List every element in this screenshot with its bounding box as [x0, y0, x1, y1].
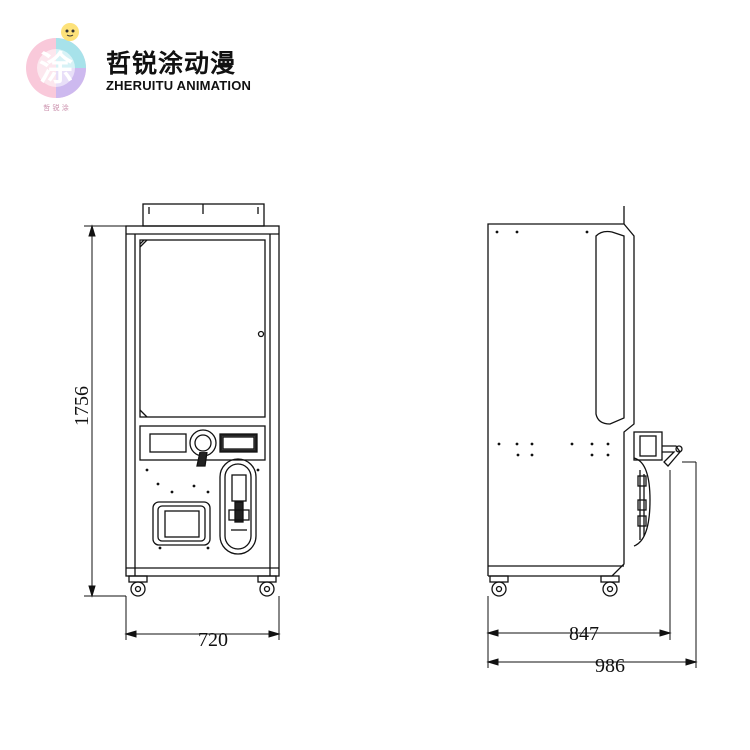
side-payment-module: [633, 457, 651, 547]
front-width-dimension-label: 720: [198, 629, 228, 651]
side-view: [487, 206, 683, 597]
side-window: [595, 230, 625, 425]
brand-name-english: ZHERUITU ANIMATION: [106, 78, 252, 93]
front-width-dimension: [124, 596, 281, 640]
cabinet-body: [125, 225, 280, 577]
panel-screws: [145, 468, 260, 550]
front-casters: [128, 575, 277, 597]
logo-emblem: 涂 哲 锐 涂: [26, 23, 86, 112]
side-panel: [487, 223, 635, 577]
height-dimension: [84, 224, 126, 598]
side-total-depth-dimension-label: 986: [595, 655, 625, 677]
side-screws: [495, 230, 610, 457]
top-bracket: [142, 203, 265, 227]
side-total-depth-dimension: [486, 461, 698, 668]
glass-door: [139, 239, 266, 418]
logo-glyph: 涂: [39, 49, 73, 89]
side-joystick: [633, 431, 683, 467]
side-depth-dimension-label: 847: [569, 623, 599, 645]
side-depth-dimension: [486, 470, 672, 668]
front-view: [125, 203, 280, 597]
brand-logo: 涂 哲 锐 涂: [26, 23, 86, 112]
brand-name-chinese: 哲锐涂动漫: [106, 49, 237, 78]
side-casters: [489, 575, 620, 597]
payment-module: [219, 458, 257, 555]
prize-door: [152, 501, 211, 546]
height-dimension-label: 1756: [71, 386, 93, 426]
control-panel: [139, 425, 266, 467]
logo-caption: 哲 锐 涂: [43, 103, 68, 112]
